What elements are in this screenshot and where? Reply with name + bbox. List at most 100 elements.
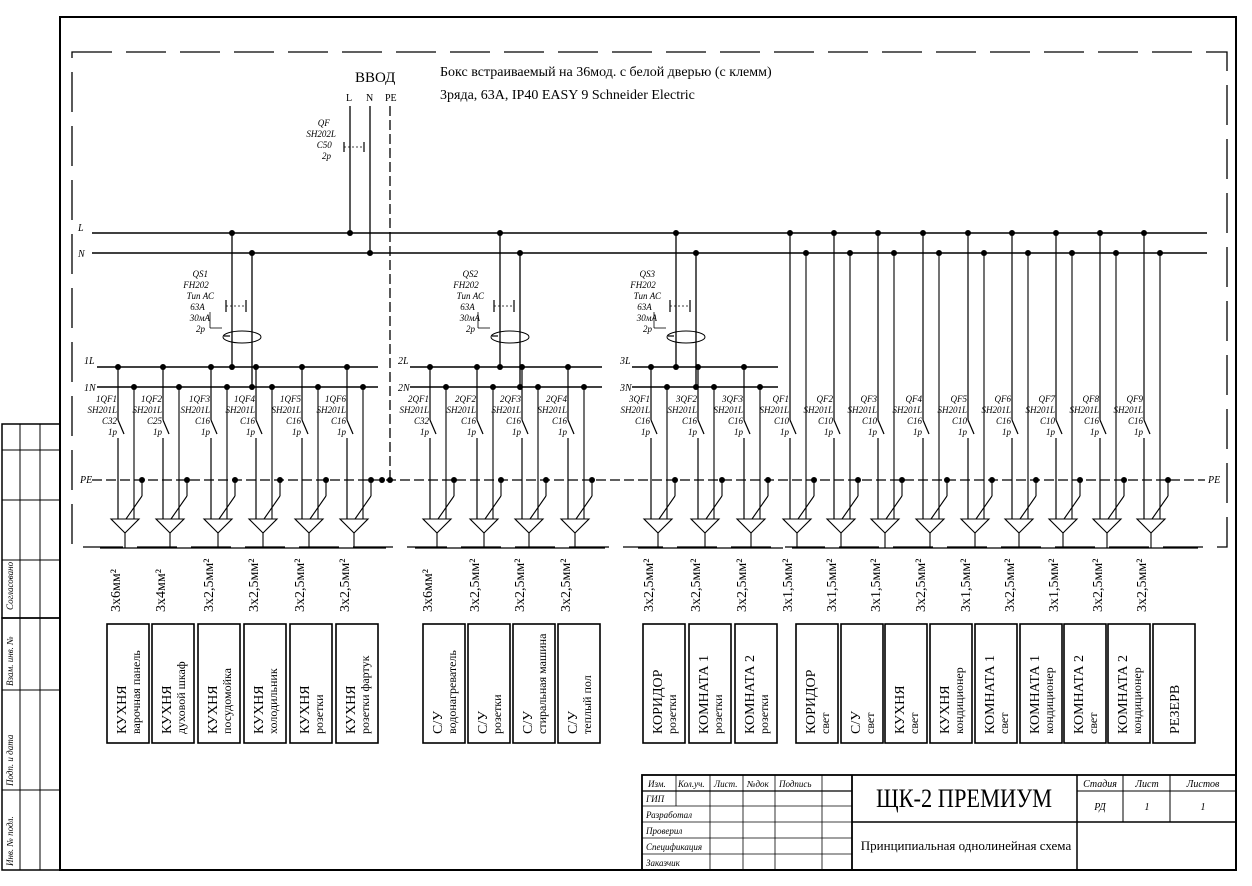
load-title: КУХНЯ: [115, 685, 130, 734]
load-title: КУХНЯ: [206, 685, 221, 734]
junction-dot: [490, 384, 496, 390]
junction-dot: [368, 477, 374, 483]
tb-header-sign: Подпись: [778, 779, 812, 789]
cable-size: 3x2,5мм²: [468, 559, 483, 612]
junction-dot: [831, 230, 837, 236]
junction-dot: [1069, 250, 1075, 256]
junction-dot: [451, 477, 457, 483]
junction-dot: [875, 230, 881, 236]
tb-role-developer: Разработал: [645, 810, 692, 820]
load-title: КОМНАТА 2: [1072, 655, 1087, 734]
tb-sheets-label: Листов: [1186, 779, 1220, 790]
junction-dot: [757, 384, 763, 390]
load-subtitle: розетки: [312, 694, 326, 734]
load-title: КУХНЯ: [893, 685, 908, 734]
junction-dot: [673, 230, 679, 236]
tb-sheet-label: Лист: [1134, 779, 1158, 790]
junction-dot: [1025, 250, 1031, 256]
input-phase-L: L: [346, 93, 352, 104]
cable-size: 3x2,5мм²: [513, 559, 528, 612]
side-stamp: Согласовано Инв. № подл. Подп. и дата Вз…: [1, 423, 61, 871]
tb-role-spec: Спецификация: [646, 842, 702, 852]
junction-dot: [765, 477, 771, 483]
bus-3N-label: 3N: [619, 383, 633, 394]
junction-dot: [944, 477, 950, 483]
junction-dot: [323, 477, 329, 483]
cable-size: 3x2,5мм²: [559, 559, 574, 612]
load-title: КОМНАТА 2: [743, 655, 758, 734]
junction-dot: [1165, 477, 1171, 483]
tb-header-koluch: Кол.уч.: [677, 779, 705, 789]
junction-dot: [1121, 477, 1127, 483]
cable-size: 3x6мм²: [109, 569, 124, 612]
load-title: КОМНАТА 2: [1116, 655, 1131, 734]
load-box-22: РЕЗЕРВ: [1152, 623, 1196, 744]
tb-header-ndoc: №док: [746, 779, 770, 789]
cable-size: 3x2,5мм²: [293, 559, 308, 612]
junction-dot: [664, 384, 670, 390]
junction-dot: [920, 230, 926, 236]
junction-dot: [379, 477, 385, 483]
load-title: КУХНЯ: [344, 685, 359, 734]
junction-dot: [1077, 477, 1083, 483]
junction-dot: [184, 477, 190, 483]
load-title: КУХНЯ: [938, 685, 953, 734]
junction-dot: [139, 477, 145, 483]
load-title: КУХНЯ: [252, 685, 267, 734]
cable-size: 3x2,5мм²: [642, 559, 657, 612]
junction-dot: [1113, 250, 1119, 256]
junction-dot: [269, 384, 275, 390]
bus-2L-label: 2L: [398, 356, 409, 367]
load-subtitle: теплый пол: [580, 675, 594, 734]
main-breaker-label: QF SH202L C50 2p: [306, 118, 338, 161]
junction-dot: [1141, 230, 1147, 236]
junction-dot: [535, 384, 541, 390]
bus-1L-label: 1L: [84, 356, 95, 367]
junction-dot: [803, 250, 809, 256]
group-buses: 1L 1N 2L 2N 3L 3N: [84, 356, 778, 394]
pe-bus-label-right: PE: [1207, 475, 1220, 486]
junction-dot: [427, 364, 433, 370]
junction-dot: [315, 384, 321, 390]
junction-dot: [855, 477, 861, 483]
junction-dot: [517, 250, 523, 256]
pe-bus-label-left: PE: [79, 475, 92, 486]
cable-size: 3x2,5мм²: [914, 559, 929, 612]
cable-size: 3x4мм²: [154, 569, 169, 612]
cable-size: 3x2,5мм²: [338, 559, 353, 612]
junction-dot: [229, 364, 235, 370]
load-subtitle: кондиционер: [952, 667, 966, 734]
drawing-subtitle: Принципиальная однолинейная схема: [861, 838, 1072, 853]
bus-1N-label: 1N: [84, 383, 97, 394]
cable-size: 3x1,5мм²: [869, 559, 884, 612]
junction-dot: [367, 250, 373, 256]
load-title: КУХНЯ: [160, 685, 175, 734]
load-title: КОРИДОР: [651, 669, 666, 734]
load-title: КОМНАТА 1: [697, 655, 712, 734]
input-phase-N: N: [366, 93, 373, 104]
junction-dot: [299, 364, 305, 370]
